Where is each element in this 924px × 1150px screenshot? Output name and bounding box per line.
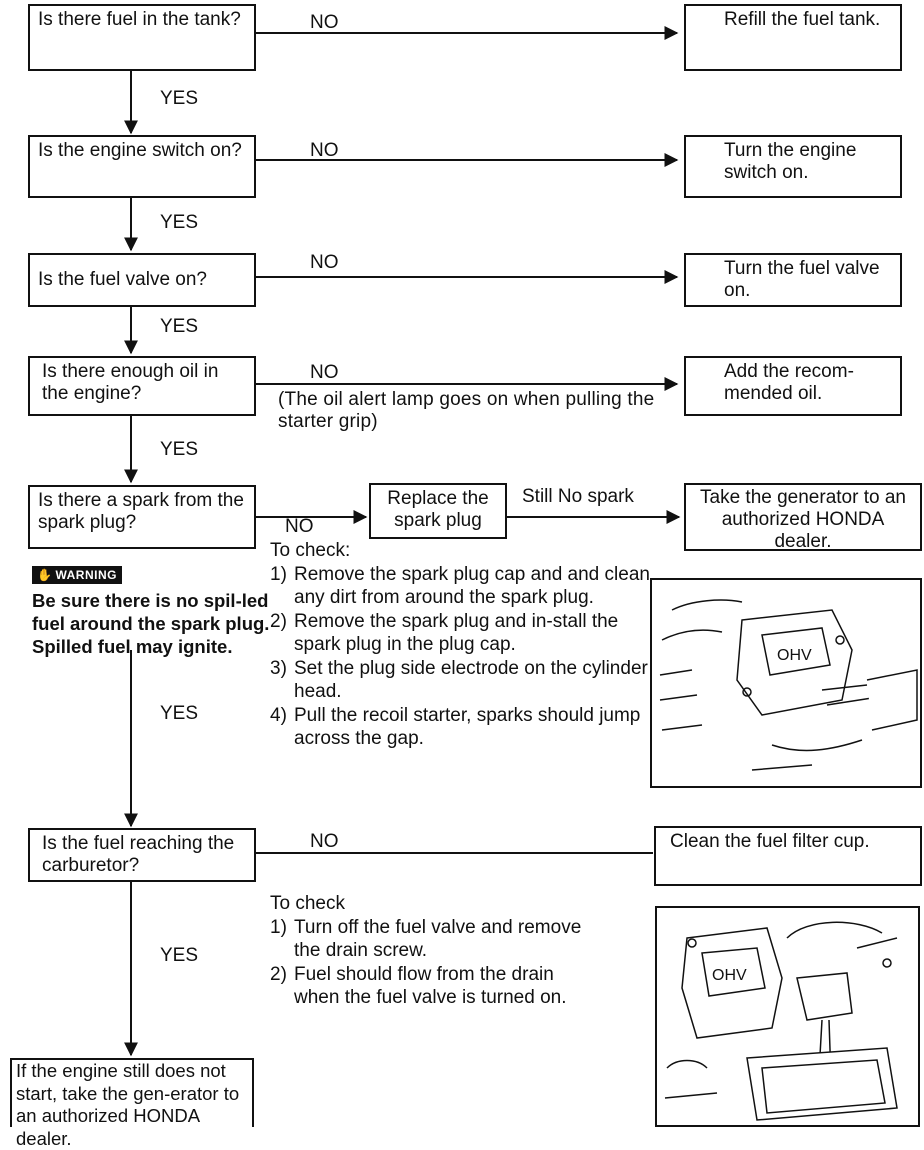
action-text: Clean the fuel filter cup. [670,831,870,852]
warning-badge-text: WARNING [55,568,117,582]
replace-plug-text: Replace the spark plug [387,488,489,531]
question-text: Is the fuel valve on? [38,269,207,290]
spark-check-heading: To check: [270,540,351,561]
fuel-filter-icon: OHV [664,921,898,1121]
action-text: Refill the fuel tank. [724,9,881,30]
question-box-enough-oil: Is there enough oil in the engine? [28,356,256,416]
svg-text:OHV: OHV [712,967,747,984]
oil-alert-note: (The oil alert lamp goes on when pulling… [278,389,655,432]
yes-label: YES [160,316,199,337]
no-label: NO [310,831,339,852]
spark-plug-engine-illustration: OHV [650,578,922,788]
still-no-spark-label: Still No spark [522,486,634,507]
action-text: Add the recom-mended oil. [724,361,854,404]
action-box-clean-filter: Clean the fuel filter cup. [654,826,922,886]
list-item: 2)Fuel should flow from the drain when t… [270,963,567,1009]
question-text: Is the fuel reaching the carburetor? [42,833,235,876]
spark-plug-icon: OHV [659,599,918,771]
no-label: NO [310,252,339,273]
fuel-check-heading: To check [270,893,345,914]
svg-text:OHV: OHV [777,647,812,664]
action-text: Take the generator to an authorized HOND… [700,487,906,552]
no-label: NO [310,140,339,161]
yes-label: YES [160,212,199,233]
action-text: Turn the fuel valve on. [724,258,880,301]
warning-badge: ✋WARNING [32,566,122,584]
action-box-turn-switch-on: Turn the engine switch on. [684,135,902,198]
question-text: Is there a spark from the spark plug? [38,490,244,533]
list-item: 4)Pull the recoil starter, sparks should… [270,704,641,750]
list-item: 2)Remove the spark plug and in-stall the… [270,610,619,656]
yes-label: YES [160,945,199,966]
yes-label: YES [160,439,199,460]
no-label: NO [310,12,339,33]
question-box-fuel-in-tank: Is there fuel in the tank? [28,4,256,71]
question-box-engine-switch: Is the engine switch on? [28,135,256,198]
list-item: 1)Turn off the fuel valve and remove the… [270,916,582,962]
yes-label: YES [160,88,199,109]
action-text: Turn the engine switch on. [724,140,857,183]
action-box-take-to-dealer: Take the generator to an authorized HOND… [684,483,922,552]
final-dealer-box: If the engine still does not start, take… [10,1058,254,1149]
question-text: Is the engine switch on? [38,140,242,161]
warning-text: Be sure there is no spil-led fuel around… [32,590,270,657]
question-box-fuel-reaching-carb: Is the fuel reaching the carburetor? [28,828,256,882]
spark-check-list: To check: 1)Remove the spark plug cap an… [270,539,650,751]
action-box-refill-tank: Refill the fuel tank. [684,4,902,71]
fuel-filter-drain-illustration: OHV [655,906,920,1127]
list-item: 3)Set the plug side electrode on the cyl… [270,657,648,703]
no-label: NO [285,516,314,537]
action-box-turn-valve-on: Turn the fuel valve on. [684,253,902,307]
action-box-add-oil: Add the recom-mended oil. [684,356,902,416]
question-box-spark: Is there a spark from the spark plug? [28,485,256,549]
question-text: Is there fuel in the tank? [38,9,241,30]
warning-hand-icon: ✋ [37,568,53,582]
no-label: NO [310,362,339,383]
fuel-check-list: To check 1)Turn off the fuel valve and r… [270,892,600,1010]
final-text: If the engine still does not start, take… [16,1060,240,1149]
question-text: Is there enough oil in the engine? [42,361,219,404]
replace-plug-box: Replace the spark plug [369,483,507,539]
list-item: 1)Remove the spark plug cap and and clea… [270,563,650,609]
yes-label: YES [160,703,199,724]
question-box-fuel-valve: Is the fuel valve on? [28,253,256,307]
